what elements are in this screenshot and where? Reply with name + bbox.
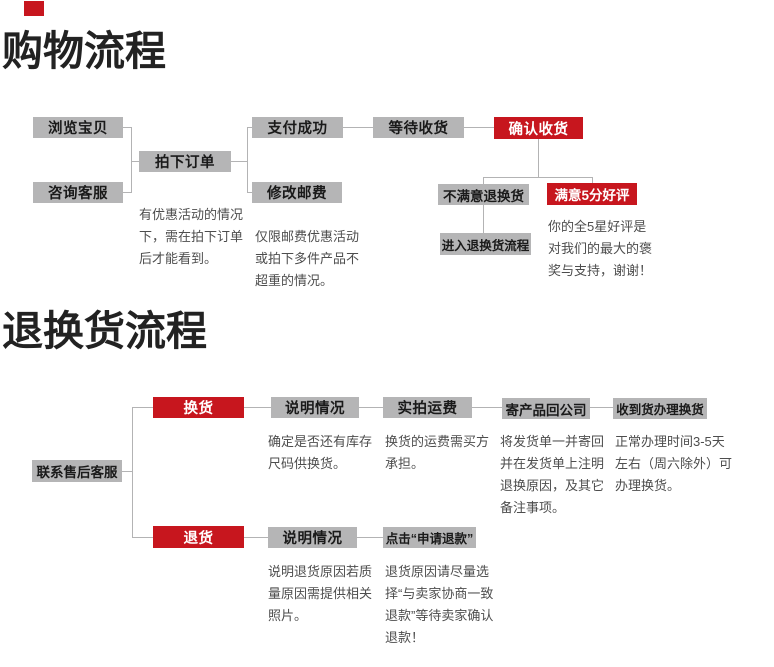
connector-line	[132, 537, 153, 538]
connector-line	[131, 127, 132, 193]
connector-line	[357, 537, 383, 538]
connector-line	[590, 407, 613, 408]
flow-node-postage: 修改邮费	[252, 182, 342, 203]
flow-node-explain-exchange: 说明情况	[271, 397, 359, 418]
note-satisfied: 你的全5星好评是对我们的最大的褒奖与支持，谢谢！	[548, 219, 653, 278]
flow-node-shipping: 实拍运费	[383, 397, 472, 418]
flow-node-unsatisfied: 不满意退换货	[438, 184, 529, 205]
connector-line	[472, 407, 502, 408]
flow-node-pay: 支付成功	[252, 117, 343, 138]
flow-node-send-back: 寄产品回公司	[502, 398, 590, 419]
connector-line	[247, 127, 248, 193]
connector-line	[231, 161, 247, 162]
flow-node-explain-refund: 说明情况	[268, 527, 357, 548]
note-send-back: 将发货单一并寄回并在发货单上注明退换原因，及其它备注事项。	[500, 434, 605, 515]
flow-node-order: 拍下订单	[139, 151, 231, 172]
note-explain-refund: 说明退货原因若质量原因需提供相关照片。	[268, 564, 373, 623]
connector-line	[244, 537, 268, 538]
flow-node-click-refund: 点击“申请退款”	[383, 527, 476, 548]
note-order: 有优惠活动的情况下，需在拍下订单后才能看到。	[139, 207, 244, 266]
flow-node-consult: 咨询客服	[33, 182, 123, 203]
note-postage: 仅限邮费优惠活动或拍下多件产品不超重的情况。	[255, 229, 360, 288]
shopping-flow-title: 购物流程	[2, 28, 166, 74]
connector-line	[464, 127, 494, 128]
flow-node-refund: 退货	[153, 526, 244, 548]
connector-line	[132, 407, 153, 408]
flow-node-confirm: 确认收货	[494, 117, 583, 139]
connector-line	[538, 139, 539, 177]
connector-line	[123, 192, 131, 193]
connector-line	[131, 161, 139, 162]
return-flow-title: 退换货流程	[2, 308, 207, 354]
flow-node-enter-return: 进入退换货流程	[440, 233, 531, 255]
connector-line	[123, 127, 131, 128]
flow-node-browse: 浏览宝贝	[33, 117, 123, 138]
note-shipping: 换货的运费需买方承担。	[385, 434, 490, 471]
connector-line	[343, 127, 373, 128]
flow-node-exchange: 换货	[153, 397, 244, 418]
flow-node-wait: 等待收货	[373, 117, 464, 138]
connector-line	[247, 192, 252, 193]
red-corner-mark	[24, 1, 44, 16]
connector-line	[359, 407, 383, 408]
connector-line	[122, 471, 132, 472]
connector-line	[483, 177, 484, 184]
note-receive: 正常办理时间3-5天左右（周六除外）可办理换货。	[615, 434, 733, 493]
connector-line	[244, 407, 271, 408]
connector-line	[483, 177, 593, 178]
connector-line	[592, 177, 593, 183]
flow-node-contact: 联系售后客服	[32, 460, 122, 482]
connector-line	[483, 205, 484, 233]
connector-line	[132, 407, 133, 538]
note-explain-exchange: 确定是否还有库存尺码供换货。	[268, 434, 373, 471]
note-click-refund: 退货原因请尽量选择“与卖家协商一致退款”等待卖家确认退款！	[385, 564, 494, 645]
connector-line	[247, 127, 252, 128]
flow-node-satisfied: 满意5分好评	[547, 183, 637, 205]
flow-node-receive: 收到货办理换货	[613, 398, 707, 419]
